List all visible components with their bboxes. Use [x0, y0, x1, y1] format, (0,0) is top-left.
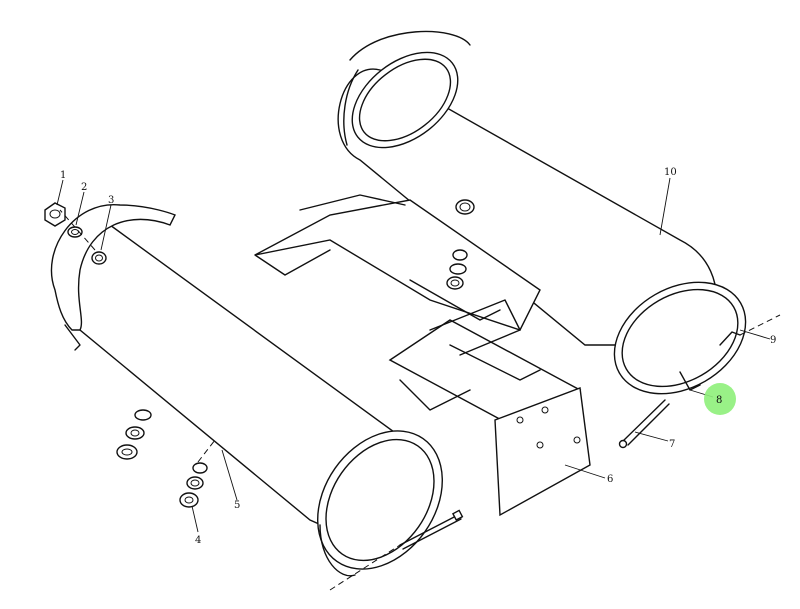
callout-9: 9	[770, 335, 776, 346]
callout-10: 10	[664, 167, 677, 178]
washer-stack-upper	[446, 249, 468, 290]
bolt-7	[618, 399, 670, 449]
callout-8: 8	[716, 395, 722, 406]
port-3	[91, 251, 107, 265]
tank-upper	[337, 30, 717, 348]
assembly-axes	[59, 209, 781, 591]
washer-stack-left	[116, 409, 152, 460]
washer-stack-4	[179, 462, 208, 508]
bolt-lower	[399, 509, 464, 550]
mounting-plate	[494, 387, 591, 517]
callout-6: 6	[607, 474, 613, 485]
callout-1: 1	[60, 170, 66, 181]
callout-8-highlight	[704, 383, 736, 415]
callout-7: 7	[669, 439, 675, 450]
callout-3: 3	[108, 195, 114, 206]
callout-2: 2	[81, 182, 87, 193]
callout-5: 5	[234, 500, 240, 511]
plug-1	[44, 202, 66, 227]
callout-labels: 1 2 3 4 5 6 7 8 9 10	[60, 167, 776, 546]
washer-2	[67, 226, 83, 238]
tank-lower	[50, 204, 443, 577]
callout-4: 4	[195, 535, 201, 546]
